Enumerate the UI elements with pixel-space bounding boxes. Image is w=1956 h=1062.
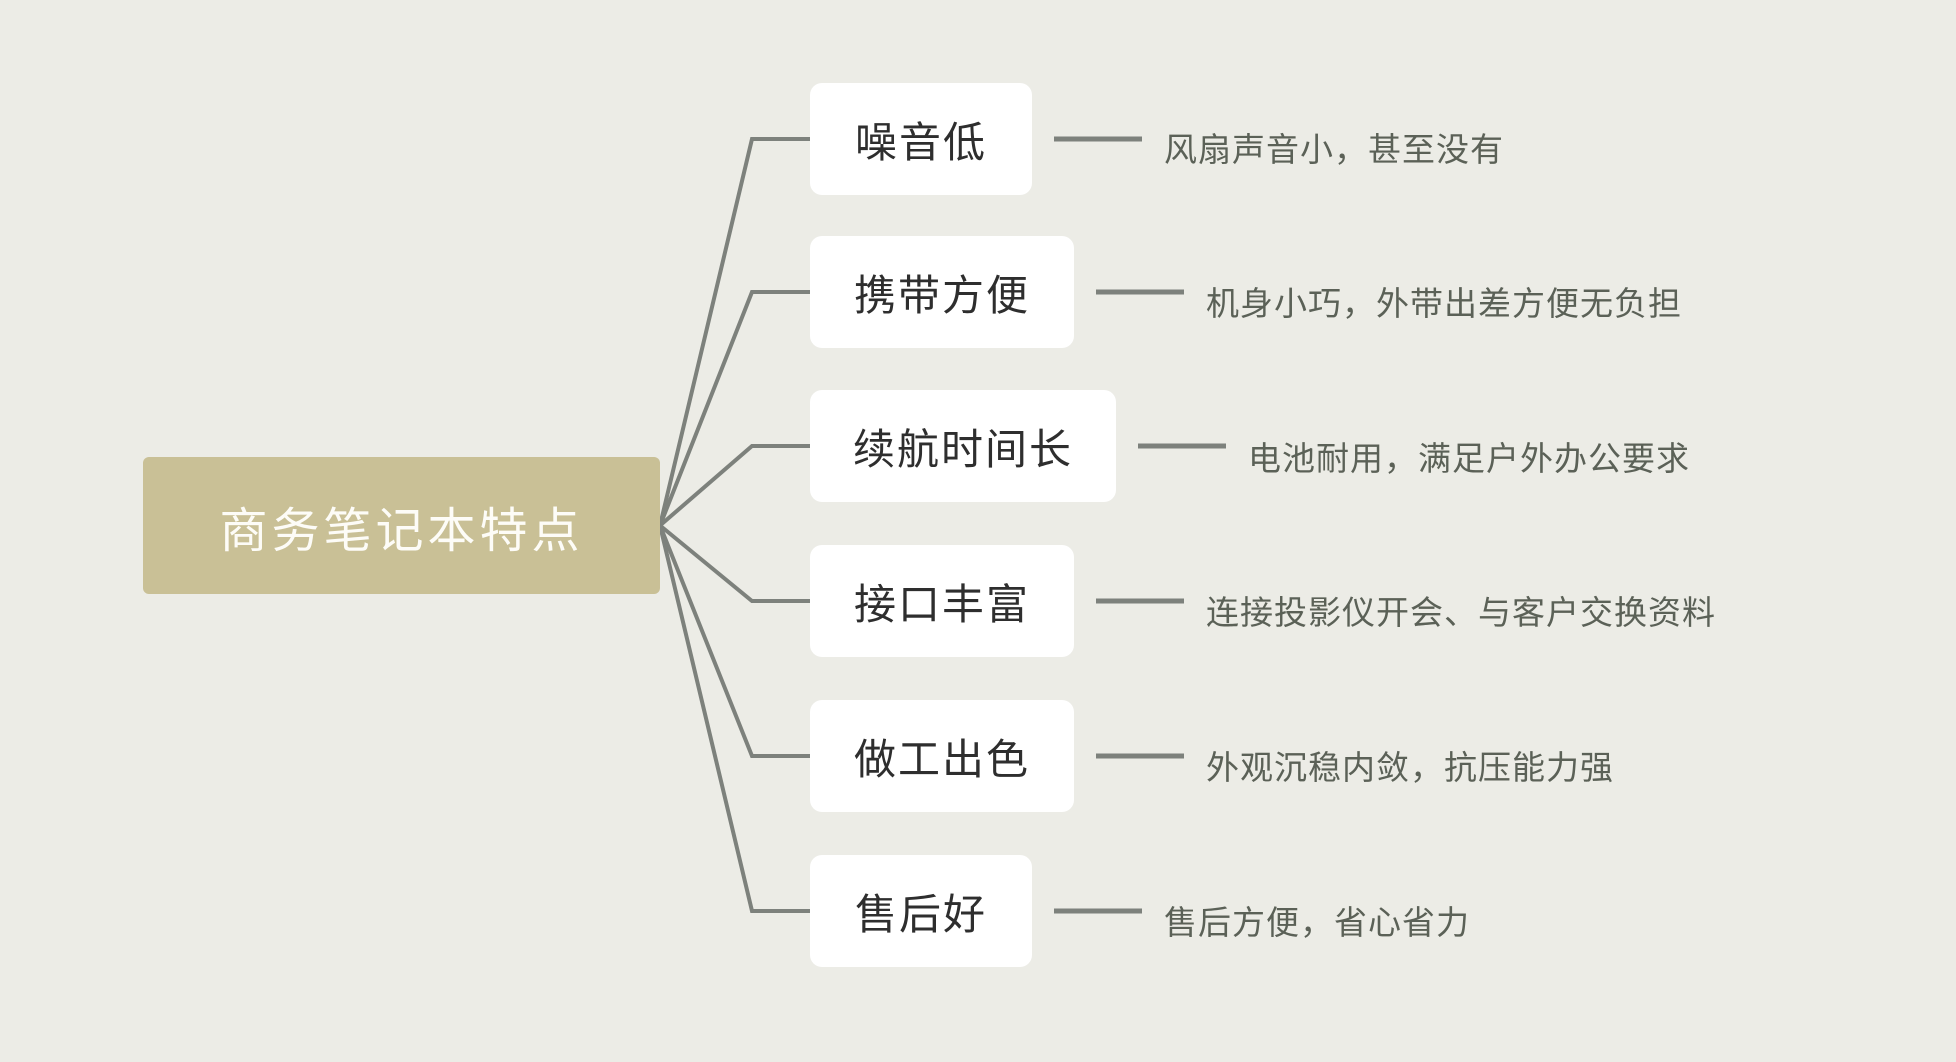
branch-node-label: 售后好 (854, 892, 987, 939)
leaf-label-aftersales: 售后方便，省心省力 (1164, 896, 1470, 944)
leaf-label-battery: 电池耐用，满足户外办公要求 (1248, 432, 1690, 480)
root-node[interactable]: 商务笔记本特点 (143, 457, 660, 594)
branch-node-label: 接口丰富 (853, 582, 1030, 629)
branch-node-battery[interactable]: 续航时间长 (810, 390, 1116, 502)
leaf-label-noise: 风扇声音小，甚至没有 (1164, 123, 1504, 171)
leaf-label-ports: 连接投影仪开会、与客户交换资料 (1206, 586, 1716, 634)
branch-node-label: 携带方便 (853, 273, 1030, 320)
leaf-text: 外观沉稳内敛，抗压能力强 (1206, 751, 1614, 787)
leaf-text: 售后方便，省心省力 (1164, 906, 1470, 942)
leaf-label-portable: 机身小巧，外带出差方便无负担 (1206, 277, 1682, 325)
leaf-text: 风扇声音小，甚至没有 (1164, 133, 1504, 169)
branch-node-aftersales[interactable]: 售后好 (810, 855, 1032, 967)
branch-node-label: 做工出色 (853, 737, 1030, 784)
branch-node-build[interactable]: 做工出色 (810, 700, 1074, 812)
root-node-label: 商务笔记本特点 (219, 504, 584, 558)
branch-node-ports[interactable]: 接口丰富 (810, 545, 1074, 657)
branch-node-portable[interactable]: 携带方便 (810, 236, 1074, 348)
leaf-text: 机身小巧，外带出差方便无负担 (1206, 287, 1682, 323)
leaf-label-build: 外观沉稳内敛，抗压能力强 (1206, 741, 1614, 789)
branch-node-noise[interactable]: 噪音低 (810, 83, 1032, 195)
branch-node-label: 续航时间长 (852, 427, 1073, 474)
leaf-text: 连接投影仪开会、与客户交换资料 (1206, 596, 1716, 632)
branch-node-label: 噪音低 (854, 120, 987, 167)
leaf-text: 电池耐用，满足户外办公要求 (1248, 442, 1690, 478)
